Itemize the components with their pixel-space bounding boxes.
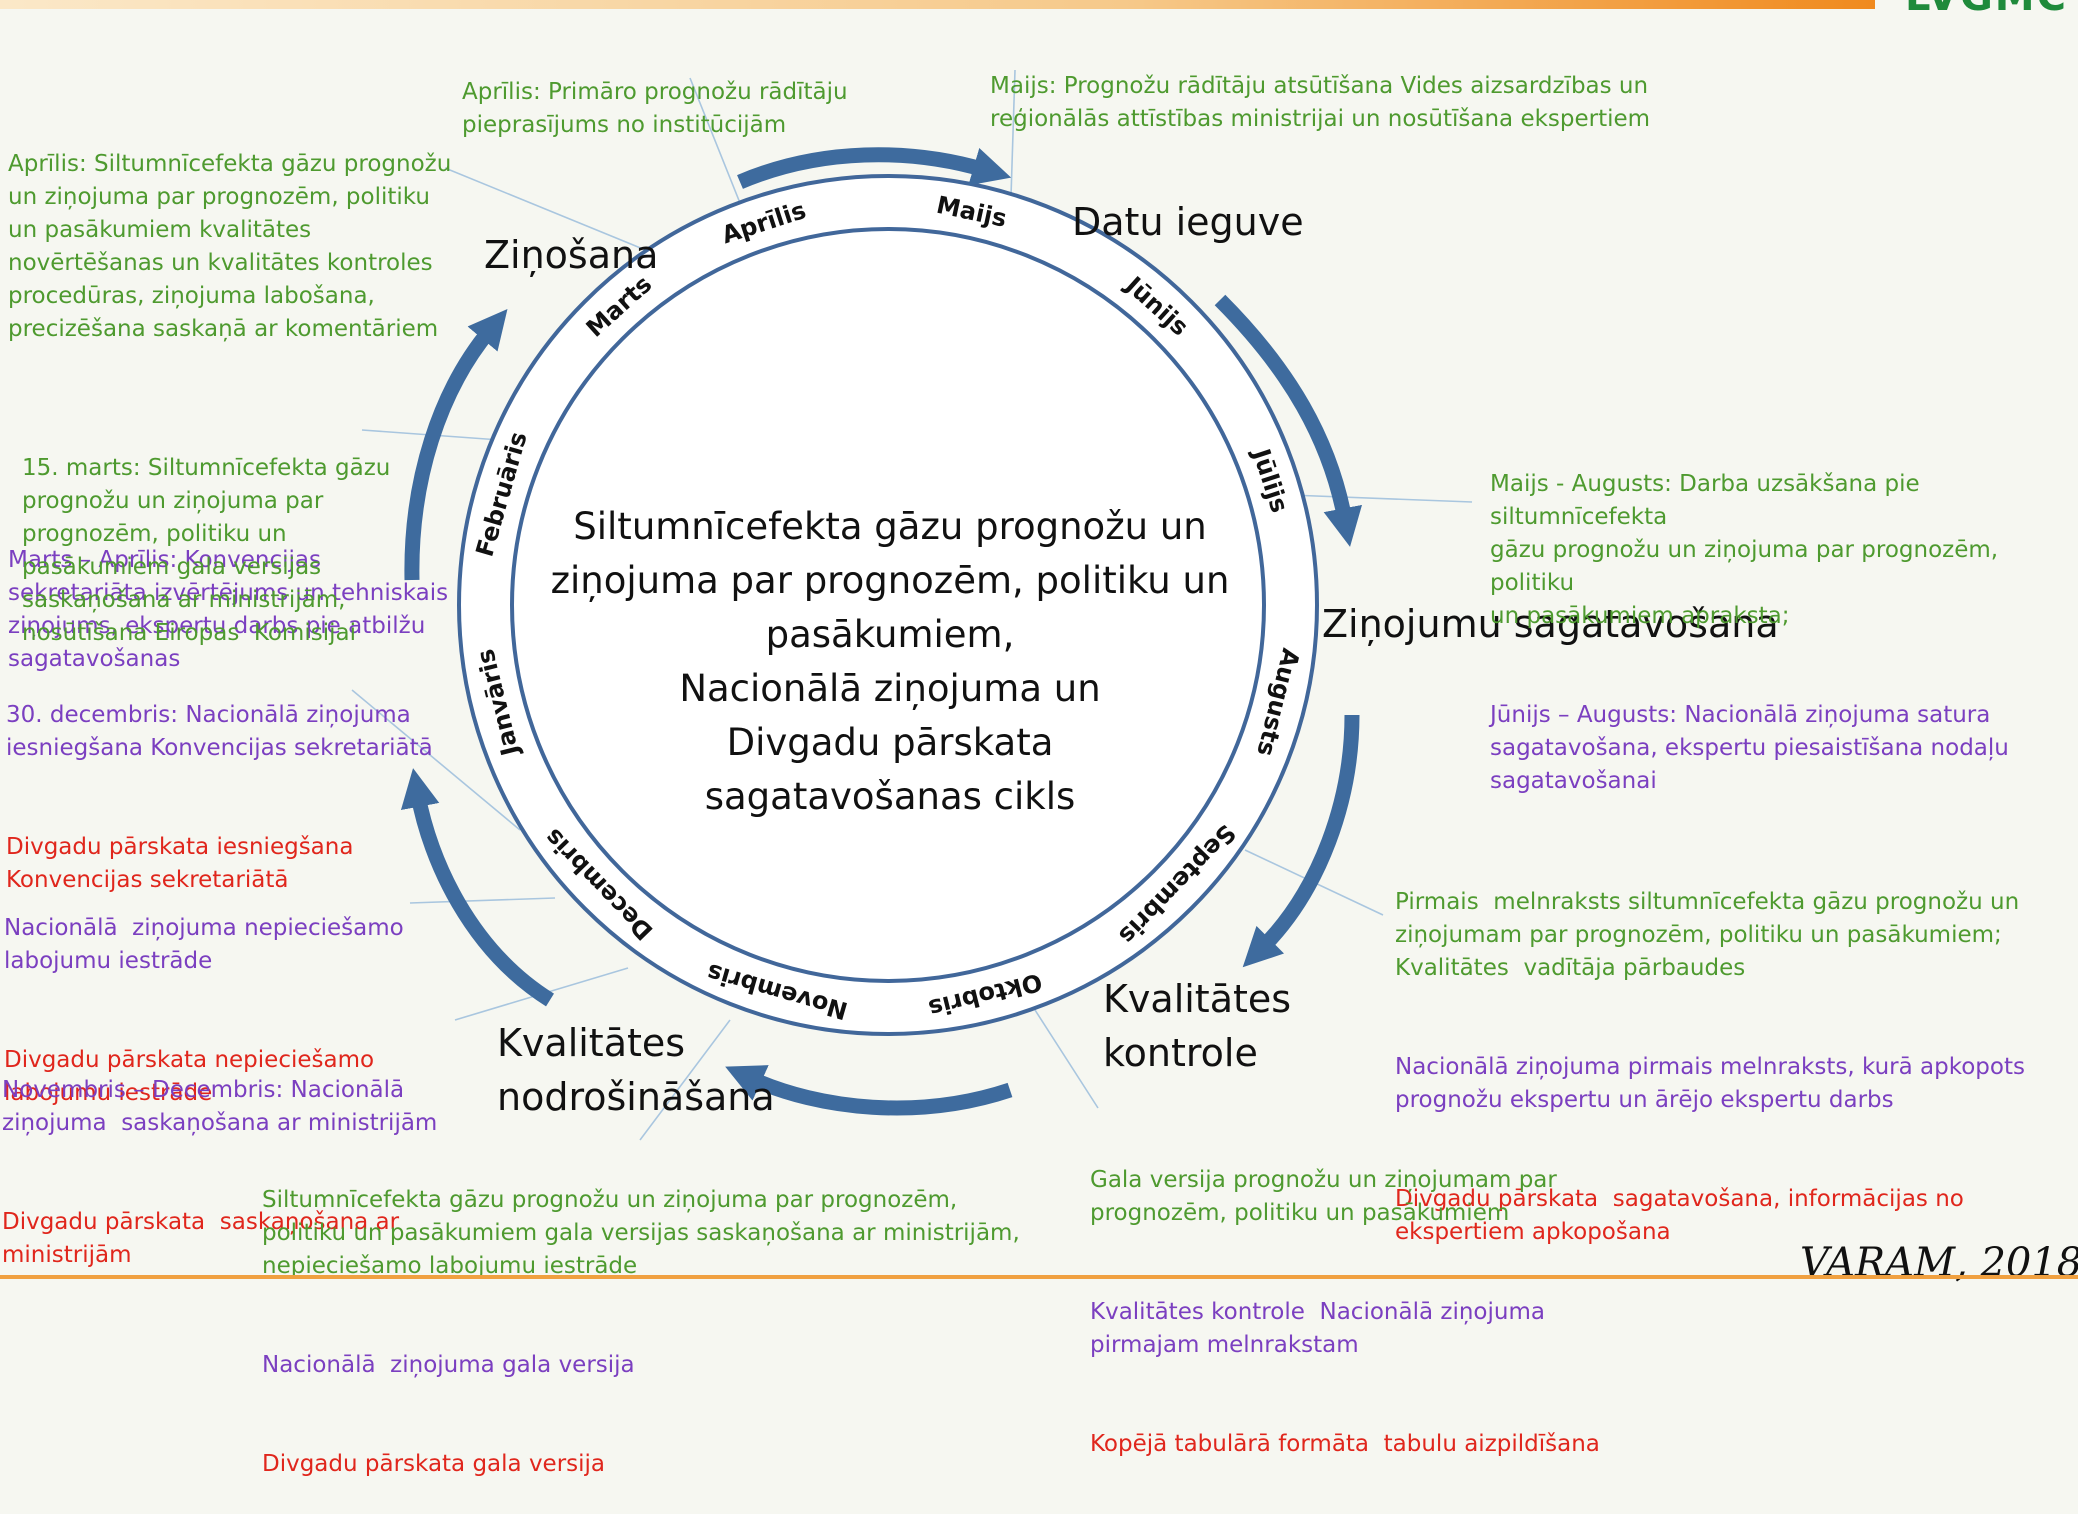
arrow-march-to-reporting [404, 309, 508, 581]
leader-line [639, 1019, 731, 1141]
stage-quality-assurance: Kvalitātes nodrošināšana [497, 1021, 775, 1119]
note-final-version: Siltumnīcefekta gāzu prognožu un ziņojum… [262, 1187, 1020, 1477]
top-accent-bar [0, 0, 1875, 9]
arrow-reports-to-qc [1242, 714, 1360, 968]
stage-quality-control: Kvalitātes kontrole [1103, 977, 1292, 1075]
center-title-line: Siltumnīcefekta gāzu prognožu un [573, 505, 1207, 548]
center-title-line: pasākumiem, [765, 613, 1015, 656]
note-first-draft: Pirmais melnraksts siltumnīcefekta gāzu … [1395, 889, 2025, 1245]
cycle-arrows [400, 147, 1363, 1116]
center-title-line: Nacionālā ziņojuma un [679, 667, 1101, 710]
leader-line [409, 897, 556, 904]
bottom-accent-bar [0, 1275, 2078, 1279]
note-may-august: Maijs - Augusts: Darba uzsākšana pie sil… [1490, 471, 2009, 794]
arrow-qa-to-fix [400, 768, 554, 1007]
stage-data-collection: Datu ieguve [1072, 200, 1304, 244]
stage-reporting: Ziņošana [484, 233, 659, 277]
arrow-qc-to-qa [725, 1065, 1013, 1116]
note-may-indicators: Maijs: Prognožu rādītāju atsūtīšana Vide… [990, 73, 1651, 132]
arrow-reporting-to-data [737, 147, 1012, 189]
leader-line [351, 689, 521, 831]
logo: LVĢMC [1905, 0, 2078, 12]
center-title-line: Divgadu pārskata [726, 721, 1054, 764]
center-title: Siltumnīcefekta gāzu prognožu un ziņojum… [540, 500, 1240, 824]
arrow-data-to-reports [1214, 294, 1363, 547]
leader-line [444, 167, 666, 259]
leader-line [1289, 494, 1473, 503]
center-title-line: sagatavošanas cikls [704, 775, 1076, 818]
center-title-line: ziņojuma par prognozēm, politiku un [550, 559, 1230, 602]
source-credit: VARAM, 2018 [1800, 1240, 2078, 1286]
leader-line [1034, 1009, 1099, 1109]
ring-inner [510, 227, 1266, 983]
stage-report-preparation: Ziņojumu sagatavošana [1322, 602, 1779, 646]
